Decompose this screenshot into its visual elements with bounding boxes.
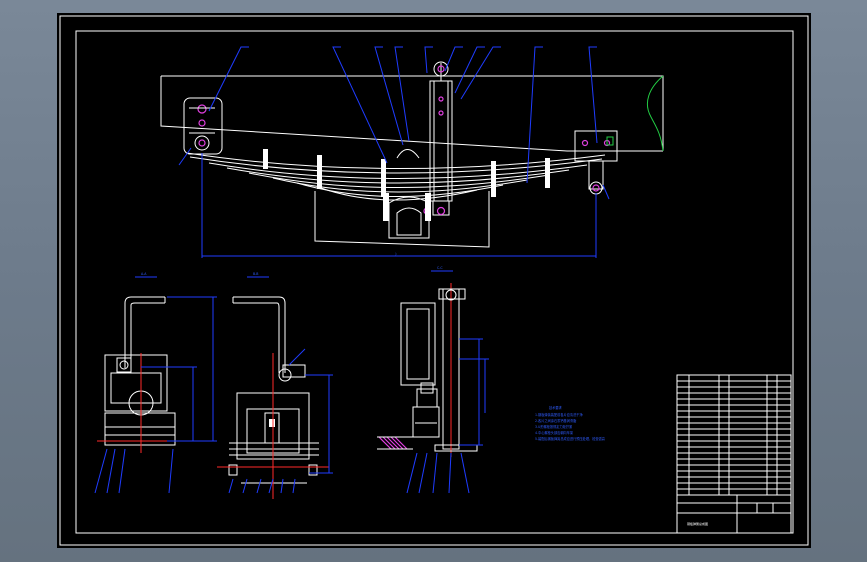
leaf-6 — [272, 177, 528, 193]
tech-req-line-5: 5.装配后钢板弹簧总成应进行预压处理，检查弧高 — [535, 436, 605, 441]
side-view-left: A-A — [94, 272, 217, 494]
front-spring-bracket — [183, 97, 223, 155]
shock-absorber — [423, 61, 453, 216]
tech-req-line-2: 2.各片之间涂石墨钙基润滑脂 — [535, 418, 577, 423]
title-block-label: 钢板弹簧总成图 — [687, 521, 708, 526]
frame-break-line — [647, 75, 664, 152]
tech-req-line-3: 3.U形螺栓按规定力矩拧紧 — [535, 424, 572, 429]
svg-text:C-C: C-C — [437, 266, 443, 270]
outer-sheet-border — [59, 15, 809, 546]
overall-length-value: ◊ — [395, 252, 397, 256]
rear-spring-shackle — [574, 130, 618, 195]
callout-leaders — [178, 46, 610, 200]
leaf-8 — [320, 187, 478, 201]
leaf-clip-5 — [545, 158, 550, 188]
leaf-2 — [189, 156, 603, 174]
axle-saddle — [383, 149, 431, 239]
leaf-3 — [208, 162, 588, 179]
leaf-clip-2 — [317, 155, 322, 189]
side-view-right: B-B — [217, 272, 333, 499]
cad-drawing: ◊ A-A — [59, 15, 809, 546]
main-leaf-spring-assembly: ◊ — [160, 46, 664, 258]
technical-requirements: 技术要求 1.钢板弹簧装配前各片应清洗干净 2.各片之间涂石墨钙基润滑脂 3.U… — [535, 405, 605, 441]
leaf-clip-3 — [381, 159, 386, 197]
drawing-sheet: ◊ A-A — [57, 13, 811, 548]
leaf-clip-1 — [263, 149, 268, 169]
bill-of-materials: 钢板弹簧总成图 — [676, 374, 792, 534]
svg-text:B-B: B-B — [253, 272, 258, 276]
axle-housing-outline — [314, 191, 490, 248]
leaf-5 — [248, 172, 550, 188]
tech-req-line-4: 4.中心螺栓头部应朝向车架 — [535, 430, 574, 435]
tech-req-title: 技术要求 — [549, 405, 563, 410]
inner-frame — [75, 30, 794, 534]
leaf-4 — [226, 167, 570, 184]
tech-req-line-1: 1.钢板弹簧装配前各片应清洗干净 — [535, 412, 583, 417]
leaf-clip-4 — [491, 161, 496, 197]
shock-detail-view: C-C — [377, 266, 489, 494]
frame-rail-bottom — [160, 76, 663, 152]
svg-text:A-A: A-A — [141, 272, 147, 276]
frame-rail-top — [161, 75, 664, 151]
